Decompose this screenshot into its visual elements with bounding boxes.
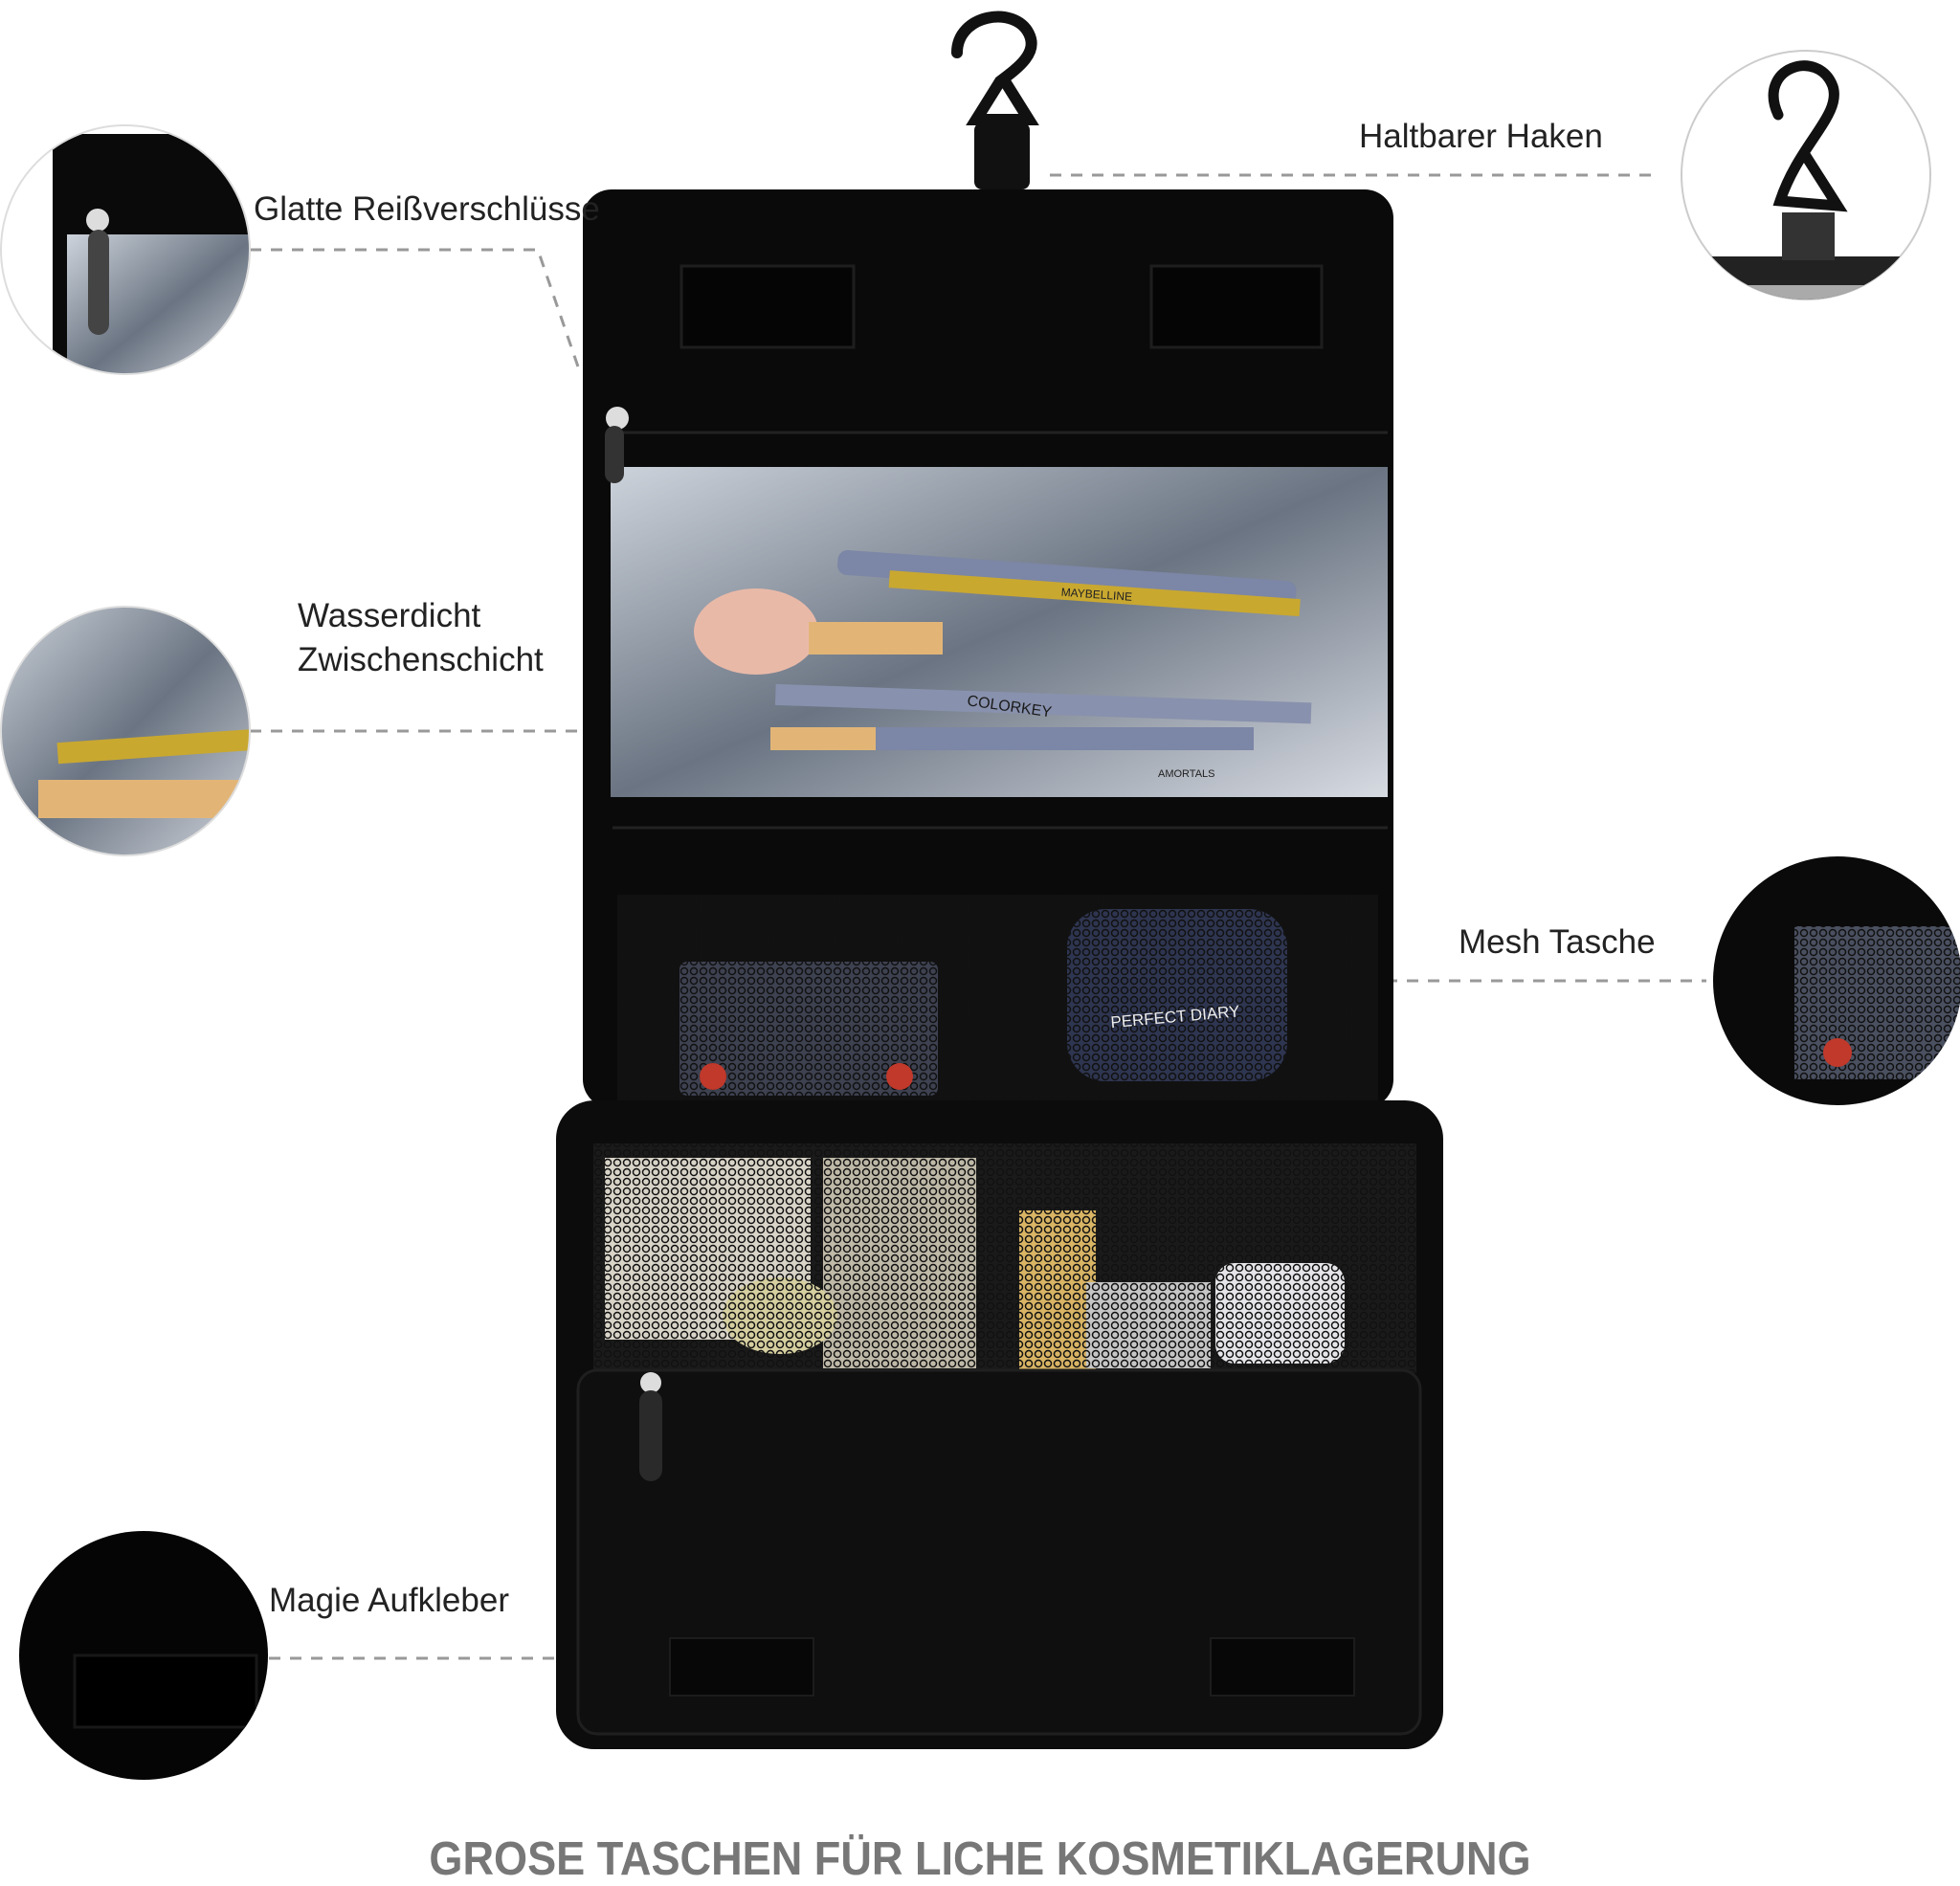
brush-print: AMORTALS	[1158, 768, 1215, 780]
label-velcro: Magie Aufkleber	[269, 1582, 509, 1619]
bag-lower-pouch	[556, 1100, 1443, 1749]
label-hook: Haltbarer Haken	[1359, 118, 1603, 155]
label-waterproof-2: Zwischenschicht	[298, 641, 544, 678]
waterproof-detail-circle	[0, 606, 251, 856]
label-mesh: Mesh Tasche	[1459, 923, 1656, 961]
hook-detail-circle	[1681, 50, 1931, 300]
zipper-detail-circle	[0, 124, 251, 375]
bag-upper-panel: MAYBELLINE COLORKEY AMORTALS PERFECT DIA…	[583, 189, 1393, 1108]
mesh-detail-circle	[1713, 856, 1960, 1105]
label-waterproof-1: Wasserdicht	[298, 597, 481, 634]
velcro-detail-circle	[19, 1531, 268, 1780]
hanger-hook	[951, 11, 1039, 189]
brush-print-maybelline: MAYBELLINE	[1060, 586, 1132, 604]
label-zippers: Glatte Reißverschlüsse	[254, 190, 600, 228]
caption: GROSE TASCHEN FÜR LICHE KOSMETIKLAGERUNG	[429, 1833, 1531, 1885]
